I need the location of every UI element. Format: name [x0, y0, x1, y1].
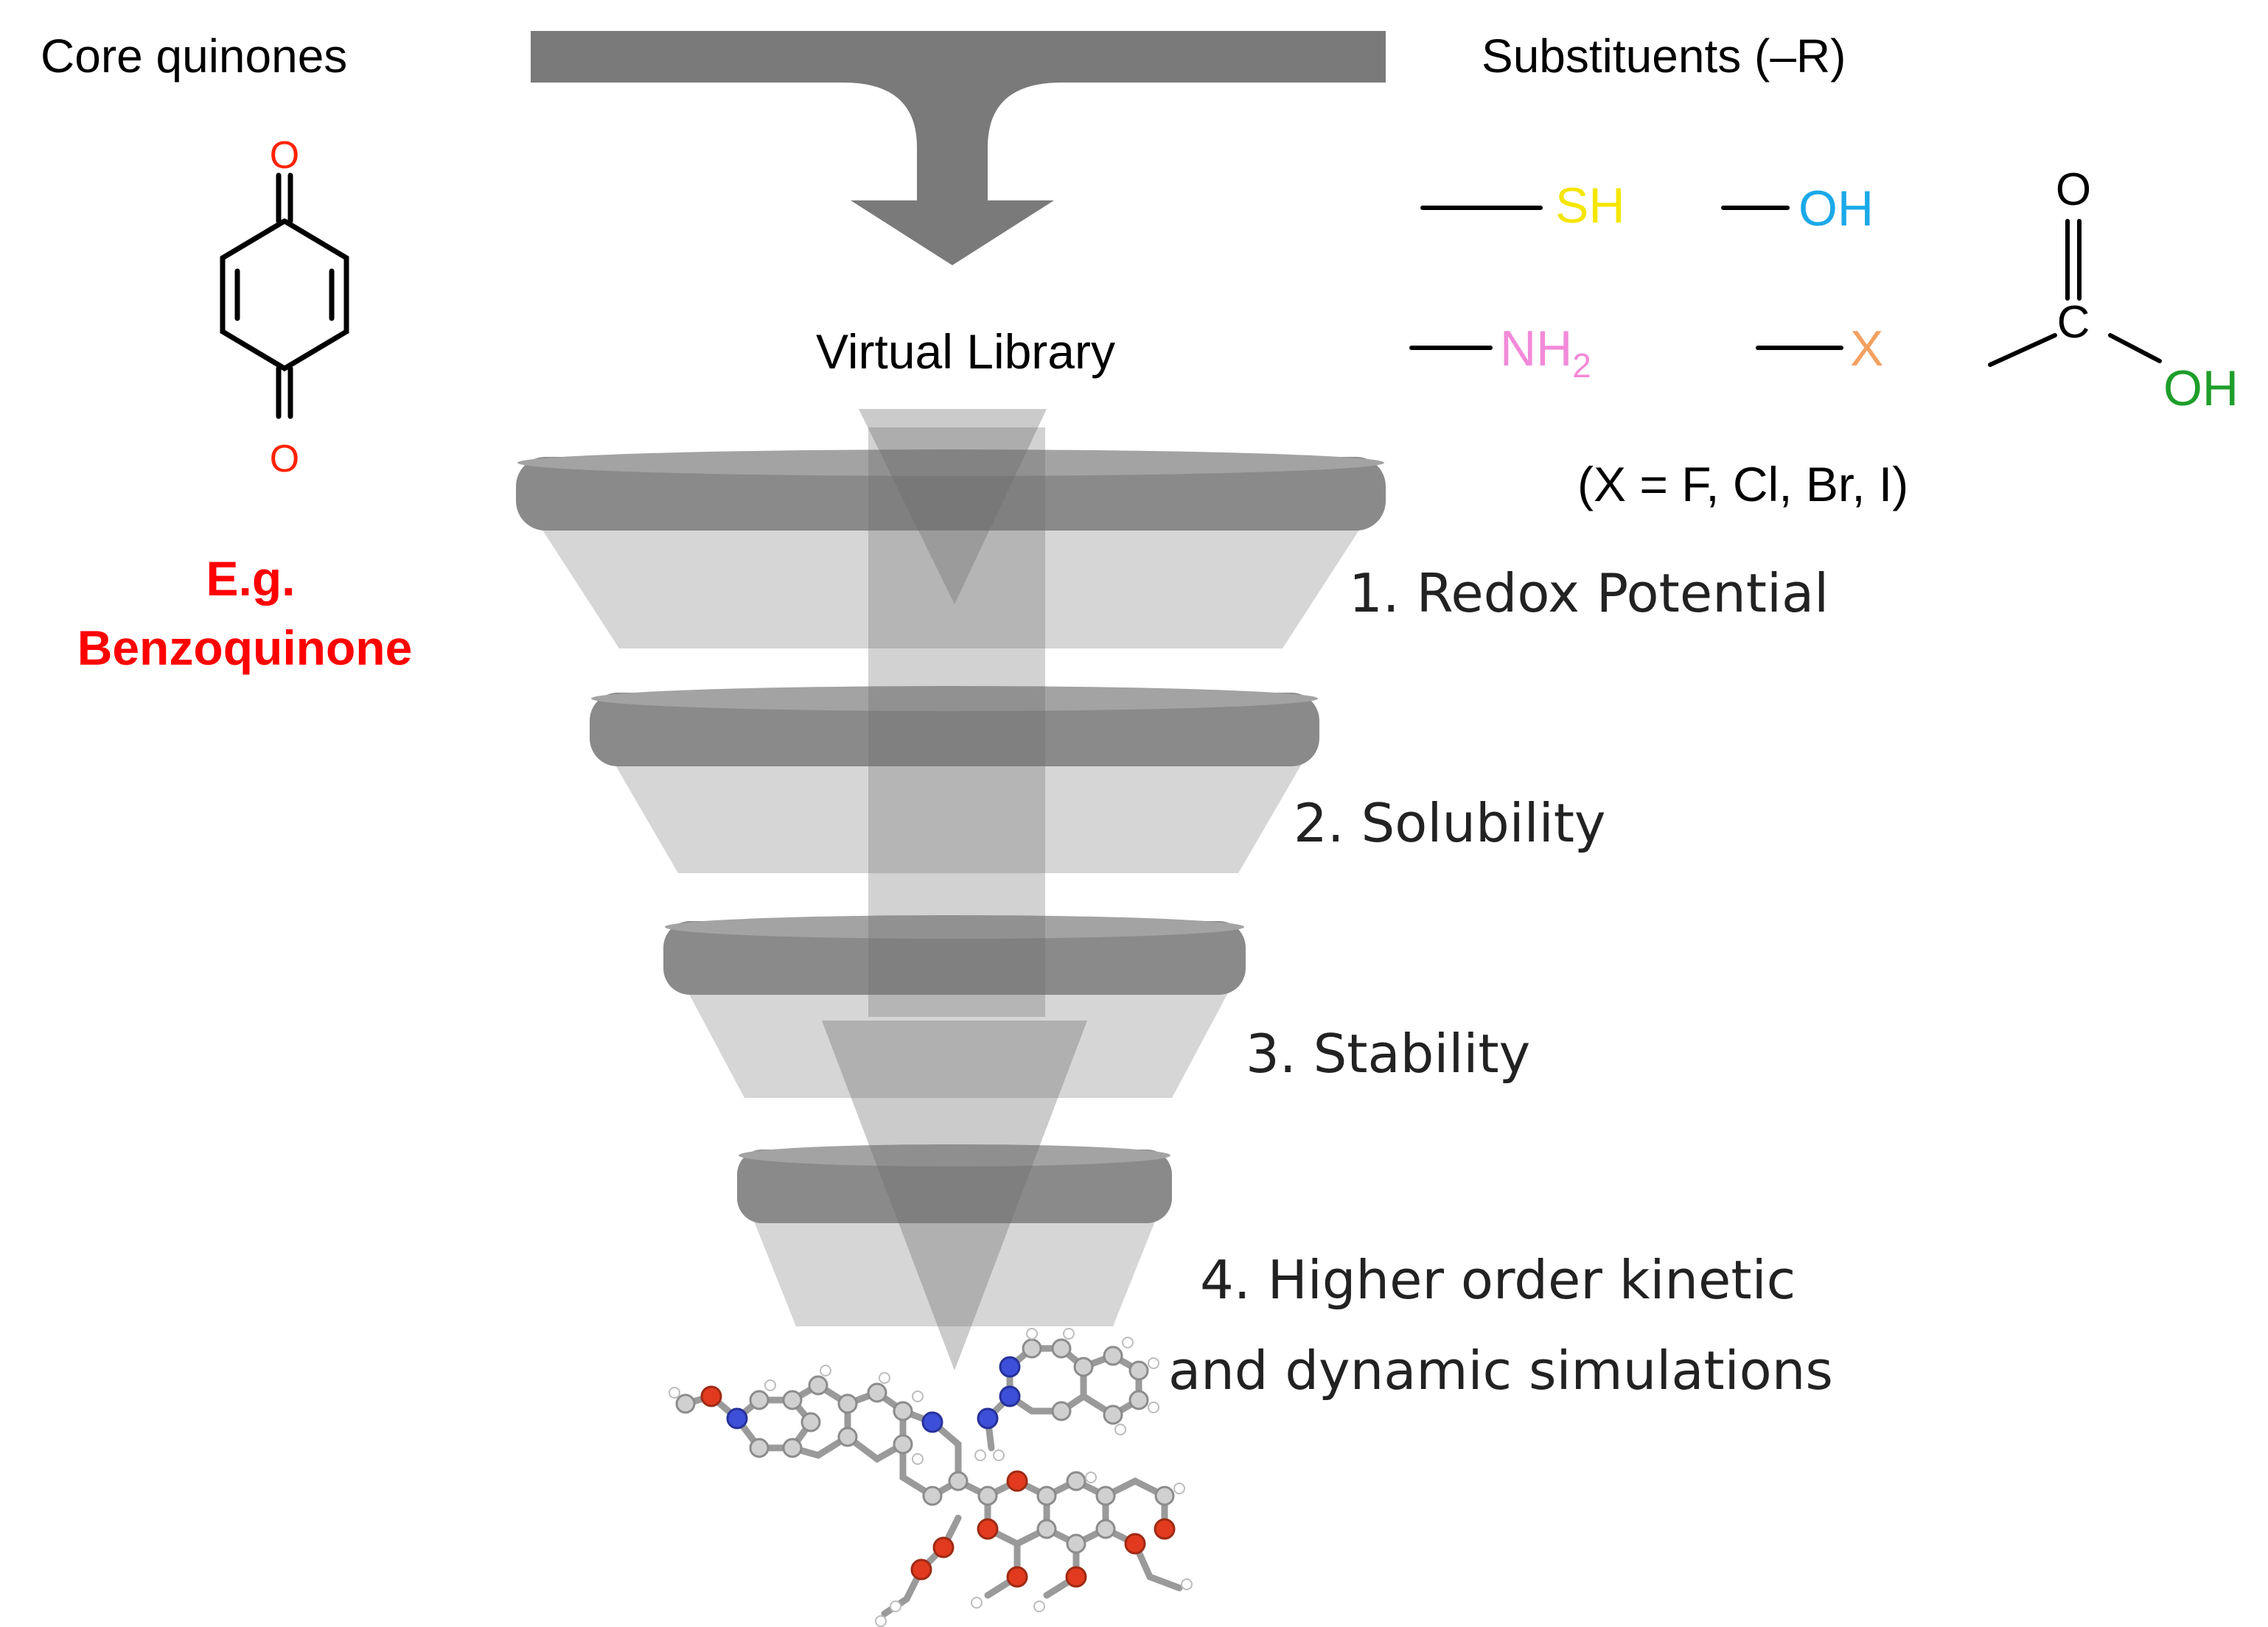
x-label: X — [1850, 321, 1883, 377]
filter-disc-1 — [516, 457, 1386, 531]
substituents-title: Substituents (–R) — [1482, 29, 1846, 83]
molecule-ball-and-stick-image — [669, 1328, 1193, 1627]
filter-label-2: 2. Solubility — [1294, 792, 1606, 854]
nh2-main: NH — [1500, 321, 1572, 377]
funnel-arrow-upper — [859, 409, 1047, 604]
filter-label-4b: and dynamic simulations — [1168, 1340, 1833, 1402]
sh-label: SH — [1555, 178, 1625, 234]
funnel-cone-3 — [685, 987, 1231, 1098]
core-quinones-title: Core quinones — [41, 29, 347, 83]
filter-label-3: 3. Stability — [1246, 1023, 1530, 1085]
filter-disc-4 — [737, 1150, 1172, 1223]
benzoquinone-structure — [220, 172, 349, 419]
cooh-o-label: O — [2056, 164, 2091, 215]
filter-disc-1-rim — [517, 449, 1384, 476]
filter-label-4a: 4. Higher order kinetic — [1200, 1249, 1796, 1311]
funnel-arrow-shaft — [868, 427, 1045, 1017]
oxygen-top-label: O — [270, 134, 299, 177]
virtual-library-label: Virtual Library — [816, 324, 1115, 379]
nh2-subscript: 2 — [1572, 346, 1591, 385]
cooh-c-label: C — [2057, 297, 2090, 348]
substituent-bonds — [1409, 206, 2162, 367]
merge-arrow — [531, 31, 1386, 265]
oxygen-bottom-label: O — [270, 438, 299, 480]
filter-disc-4-rim — [739, 1144, 1170, 1166]
funnel-arrow-lower — [822, 1021, 1087, 1371]
filter-label-1: 1. Redox Potential — [1349, 562, 1829, 624]
example-label-line2: Benzoquinone — [77, 620, 413, 675]
example-label-line1: E.g. — [206, 551, 295, 606]
funnel-cone-2 — [612, 759, 1305, 873]
filter-disc-3 — [663, 921, 1246, 995]
funnel — [516, 409, 1386, 1371]
filter-disc-2 — [590, 693, 1319, 766]
funnel-cone-4 — [752, 1216, 1157, 1326]
halogen-note: (X = F, Cl, Br, I) — [1577, 457, 1908, 511]
cooh-oh-label: OH — [2163, 360, 2239, 416]
filter-disc-3-rim — [665, 915, 1244, 939]
filter-disc-2-rim — [591, 686, 1318, 711]
oh-label: OH — [1798, 181, 1874, 237]
nh2-label: NH2 — [1500, 321, 1591, 385]
funnel-cone-1 — [538, 523, 1364, 648]
